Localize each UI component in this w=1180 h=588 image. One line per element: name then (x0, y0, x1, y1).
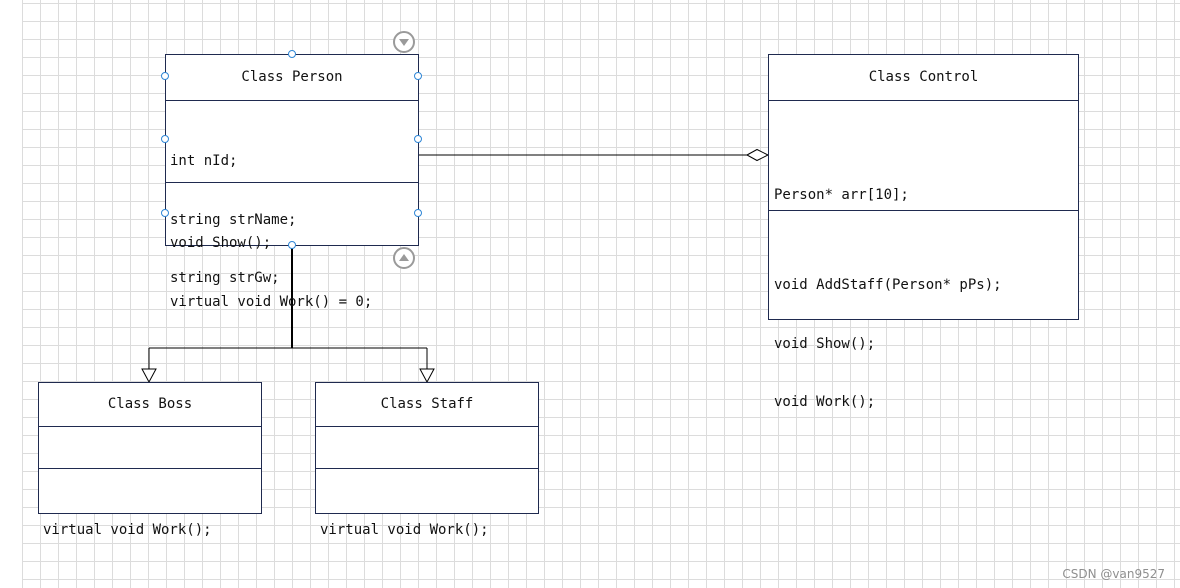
class-boss-methods: virtual void Work(); (39, 468, 261, 538)
attribute-line: int nId; (170, 153, 238, 169)
class-boss-attributes (39, 426, 261, 468)
method-line: virtual void Work(); (320, 522, 489, 538)
resize-handle-right-top[interactable] (414, 72, 422, 80)
expand-up-icon[interactable] (393, 247, 415, 269)
method-line: virtual void Work() = 0; (170, 293, 373, 310)
class-person-box[interactable]: Class Person int nId; string strName; st… (165, 54, 419, 310)
class-person-methods: void Show(); virtual void Work() = 0; (166, 182, 418, 310)
class-control-title: Class Control (868, 69, 979, 85)
attribute-line: string strGw; (170, 270, 280, 286)
class-control-attributes: Person* arr[10]; (769, 100, 1078, 210)
resize-handle-top[interactable] (288, 50, 296, 58)
class-person-attributes: int nId; string strName; string strGw; (166, 100, 418, 286)
class-boss-title-section: Class Boss (39, 383, 261, 426)
class-staff-attributes (316, 426, 538, 468)
class-staff-box[interactable]: Class Staff virtual void Work(); (315, 382, 539, 538)
aggregation-diamond (745, 148, 770, 162)
class-person-title-section: Class Person (166, 55, 418, 100)
method-line: void Show(); (170, 235, 272, 251)
resize-handle-right-bottom[interactable] (414, 209, 422, 217)
resize-handle-right-mid[interactable] (414, 135, 422, 143)
attribute-line: string strName; (170, 211, 297, 228)
class-staff-title-section: Class Staff (316, 383, 538, 426)
class-boss-title: Class Boss (107, 396, 193, 412)
class-control-box[interactable]: Class Control Person* arr[10]; void AddS… (768, 54, 1079, 410)
class-staff-methods: virtual void Work(); (316, 468, 538, 538)
class-boss-box[interactable]: Class Boss virtual void Work(); (38, 382, 262, 538)
inheritance-arrowhead-boss (141, 368, 157, 384)
resize-handle-left-bottom[interactable] (161, 209, 169, 217)
class-person-title: Class Person (241, 69, 343, 85)
attribute-line: Person* arr[10]; (774, 187, 909, 203)
class-control-title-section: Class Control (769, 55, 1078, 100)
method-line: void Work(); (774, 394, 876, 410)
method-line: void Show(); (774, 335, 876, 352)
inheritance-arrowhead-staff (419, 368, 435, 384)
method-line: virtual void Work(); (43, 522, 212, 538)
class-control-methods: void AddStaff(Person* pPs); void Show();… (769, 210, 1078, 410)
resize-handle-bottom[interactable] (288, 241, 296, 249)
method-line: void AddStaff(Person* pPs); (774, 277, 1002, 293)
resize-handle-left-top[interactable] (161, 72, 169, 80)
collapse-down-icon[interactable] (393, 31, 415, 53)
resize-handle-left-mid[interactable] (161, 135, 169, 143)
watermark: CSDN @van9527 (1062, 567, 1165, 581)
class-staff-title: Class Staff (380, 396, 474, 412)
